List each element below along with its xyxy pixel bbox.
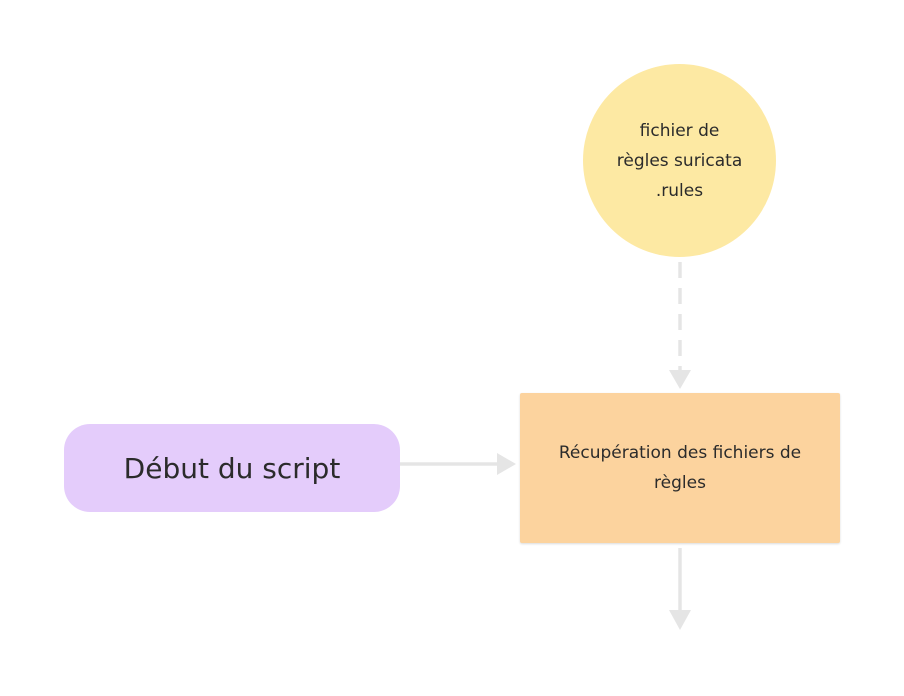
rules-file-line-1: fichier de bbox=[639, 120, 720, 141]
rules-file-line-2: règles suricata bbox=[616, 150, 743, 171]
arrowhead-right-fetch-rules bbox=[497, 453, 516, 475]
fetch-rules-node[interactable]: Récupération des fichiers de règles bbox=[520, 393, 840, 543]
start-node-label: Début du script bbox=[123, 451, 341, 485]
arrowhead-down-fetch-rules bbox=[669, 370, 691, 389]
start-node[interactable]: Début du script bbox=[64, 424, 400, 512]
rules-file-line-3: .rules bbox=[655, 180, 704, 201]
arrowhead-down-next bbox=[669, 610, 691, 630]
fetch-rules-line-2: règles bbox=[654, 473, 706, 493]
rules-file-node[interactable]: fichier de règles suricata .rules bbox=[583, 64, 776, 257]
fetch-rules-line-1: Récupération des fichiers de bbox=[558, 443, 802, 463]
